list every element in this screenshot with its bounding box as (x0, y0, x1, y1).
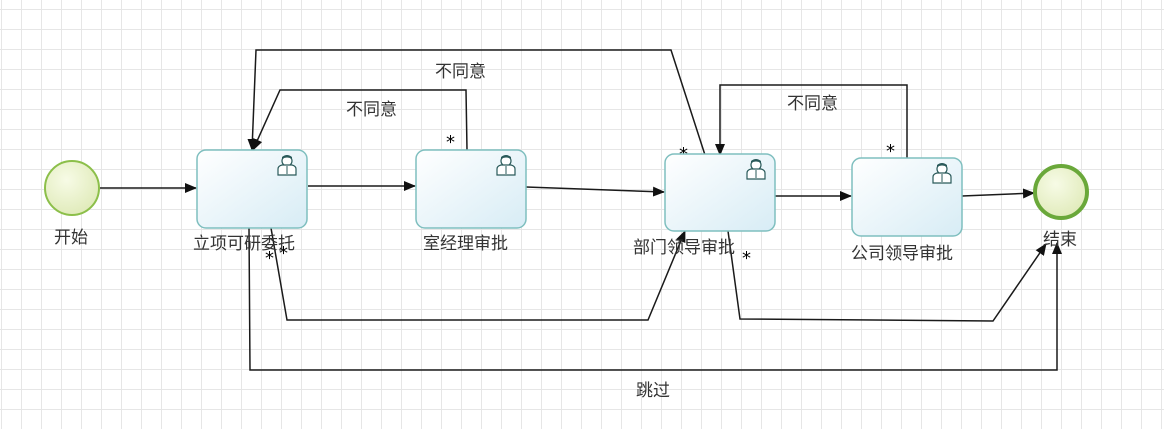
task-office-manager-approval-label: 室经理审批 (423, 234, 508, 254)
label-reject-task4: 不同意 (787, 94, 838, 114)
marker-task1-bottom-a: * (265, 248, 274, 269)
flow-reject-task4[interactable] (715, 84, 908, 158)
end-event[interactable] (1033, 164, 1089, 220)
label-reject-task2: 不同意 (346, 100, 397, 120)
label-skip: 跳过 (636, 381, 670, 401)
end-event-label: 结束 (1043, 230, 1077, 250)
flow-task4-to-end[interactable] (961, 188, 1035, 199)
task-project-delegation[interactable] (196, 149, 308, 229)
marker-task3-bottom: * (742, 248, 751, 269)
label-reject-task3: 不同意 (435, 62, 486, 82)
flow-task3-to-end-bottom[interactable] (727, 230, 1047, 322)
task-department-leader-approval[interactable] (664, 153, 776, 232)
marker-task2-top: * (446, 132, 455, 153)
flow-reject-task3[interactable] (247, 49, 706, 156)
task-company-leader-approval-label: 公司领导审批 (851, 244, 953, 264)
flow-task1-to-task3-bottom[interactable] (270, 227, 686, 321)
flow-task2-to-task3[interactable] (525, 186, 665, 197)
start-event-label: 开始 (54, 228, 88, 248)
task-project-delegation-label: 立项可研委托 (193, 234, 295, 254)
start-event[interactable] (44, 160, 100, 216)
task-company-leader-approval[interactable] (851, 157, 963, 237)
task-office-manager-approval[interactable] (415, 149, 527, 229)
task-department-leader-approval-label: 部门领导审批 (633, 238, 735, 258)
marker-task4-top: * (886, 141, 895, 162)
flow-skip[interactable] (248, 227, 1062, 371)
flow-reject-task2[interactable] (252, 89, 468, 151)
marker-task1-bottom-b: * (279, 243, 288, 264)
